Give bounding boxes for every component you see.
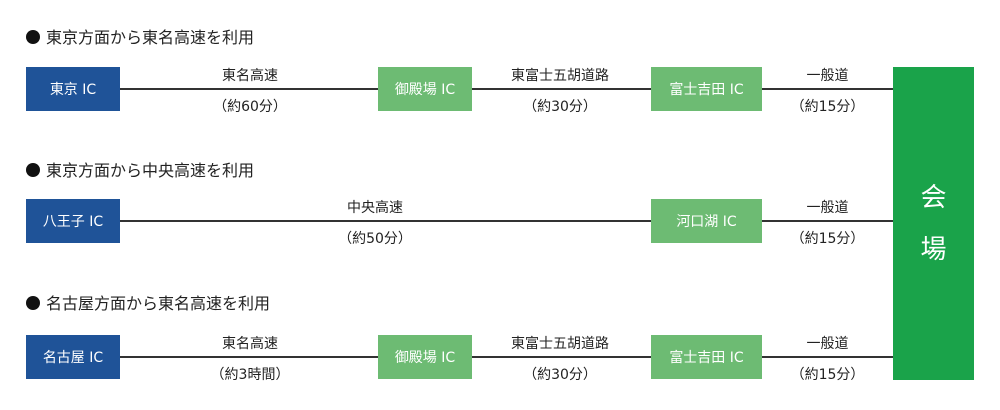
route-1-ic2-box: 富士吉田 IC [651, 67, 762, 111]
bullet-icon [26, 30, 40, 44]
route-1-heading-text: 東京方面から東名高速を利用 [46, 28, 255, 47]
route-1-seg3-time: （約15分） [790, 99, 865, 115]
route-2-line [120, 220, 895, 222]
route-2-ic2-box: 河口湖 IC [651, 199, 762, 243]
route-3-seg2-time: （約30分） [523, 367, 597, 383]
venue-box: 会 場 [893, 67, 974, 380]
route-3-ic1-box: 御殿場 IC [378, 335, 472, 379]
venue-label-1: 会 [920, 182, 947, 213]
route-2-seg1-time: （約50分） [338, 231, 412, 247]
route-1-seg1-time: （約60分） [213, 99, 287, 115]
bullet-icon [26, 296, 40, 310]
route-2-seg3-road: 一般道 [806, 200, 849, 216]
route-3-line [120, 356, 895, 358]
route-2-seg3-time: （約15分） [790, 231, 865, 247]
route-3-seg3-time: （約15分） [790, 367, 865, 383]
route-2-heading: 東京方面から中央高速を利用 [26, 161, 254, 181]
route-3-heading: 名古屋方面から東名高速を利用 [26, 294, 270, 314]
route-1-ic1-box: 御殿場 IC [378, 67, 472, 111]
route-3-seg1-time: （約3時間） [210, 367, 290, 383]
route-3-seg3-road: 一般道 [806, 336, 849, 352]
route-3-seg1-road: 東名高速 [222, 336, 278, 352]
venue-label-2: 場 [920, 234, 947, 265]
route-1-heading: 東京方面から東名高速を利用 [26, 28, 254, 48]
route-3-heading-text: 名古屋方面から東名高速を利用 [46, 294, 271, 313]
route-1-line [120, 88, 895, 90]
route-2-seg1-road: 中央高速 [347, 200, 403, 216]
route-1-seg3-road: 一般道 [806, 68, 849, 84]
route-3-seg2-road: 東富士五胡道路 [511, 336, 609, 352]
route-1-start-box: 東京 IC [26, 67, 120, 111]
route-1-seg2-road: 東富士五胡道路 [511, 68, 609, 84]
route-2-start-box: 八王子 IC [26, 199, 120, 243]
route-1-seg2-time: （約30分） [523, 99, 597, 115]
route-1-seg1-road: 東名高速 [222, 68, 278, 84]
route-3-start-box: 名古屋 IC [26, 335, 120, 379]
route-3-ic2-box: 富士吉田 IC [651, 335, 762, 379]
bullet-icon [26, 163, 40, 177]
route-2-heading-text: 東京方面から中央高速を利用 [46, 161, 255, 180]
